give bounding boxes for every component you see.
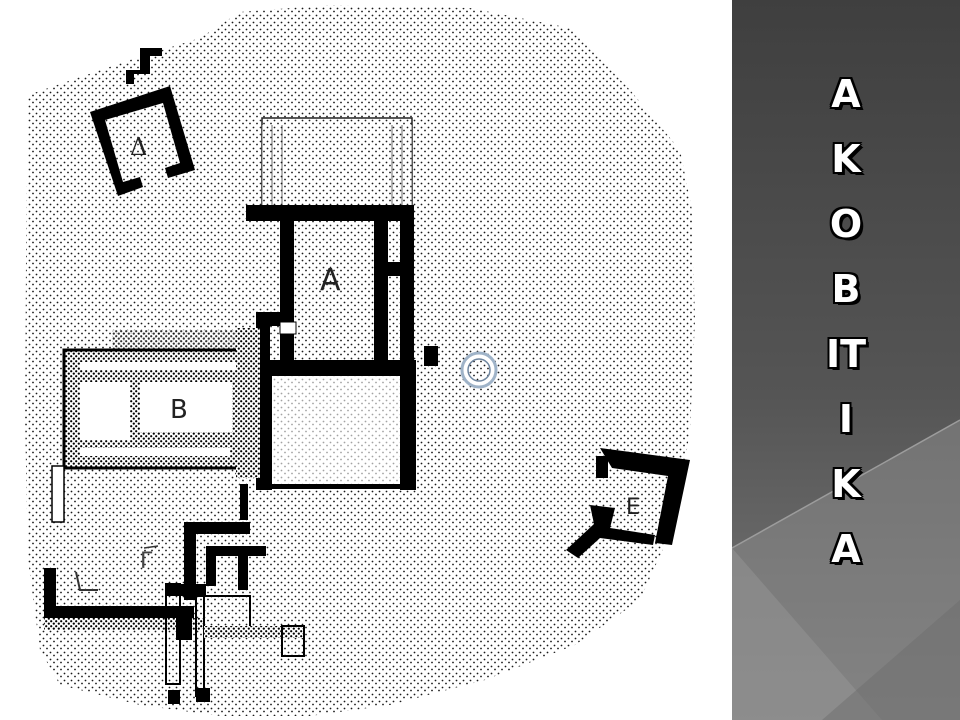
title-letter-3: O xyxy=(829,202,863,246)
vertical-title: A K O B IT I K A xyxy=(732,62,960,582)
panel-background xyxy=(732,0,960,720)
label-epsilon: E xyxy=(626,495,640,520)
building-alpha: A xyxy=(246,117,438,490)
label-gamma: Γ xyxy=(140,549,153,574)
label-beta: B xyxy=(170,395,188,425)
title-panel: A K O B IT I K A xyxy=(732,0,960,720)
site-plan-drawing: Δ A xyxy=(25,5,695,716)
title-letter-8: A xyxy=(831,527,861,571)
building-beta: B xyxy=(51,328,260,523)
title-letter-7: K xyxy=(831,462,861,506)
title-letter-6: I xyxy=(838,397,854,441)
title-letter-2: K xyxy=(831,137,861,181)
title-letter-4: B xyxy=(831,267,861,311)
label-alpha: A xyxy=(320,263,341,298)
building-epsilon: E xyxy=(566,448,690,558)
site-plan: Δ A xyxy=(25,5,695,716)
title-letter-5: IT xyxy=(825,332,867,376)
title-letter-1: A xyxy=(831,72,861,116)
building-delta: Δ xyxy=(90,48,195,196)
circle-target-icon[interactable] xyxy=(460,351,498,389)
building-gamma: Γ xyxy=(44,484,305,704)
label-delta: Δ xyxy=(130,133,147,161)
